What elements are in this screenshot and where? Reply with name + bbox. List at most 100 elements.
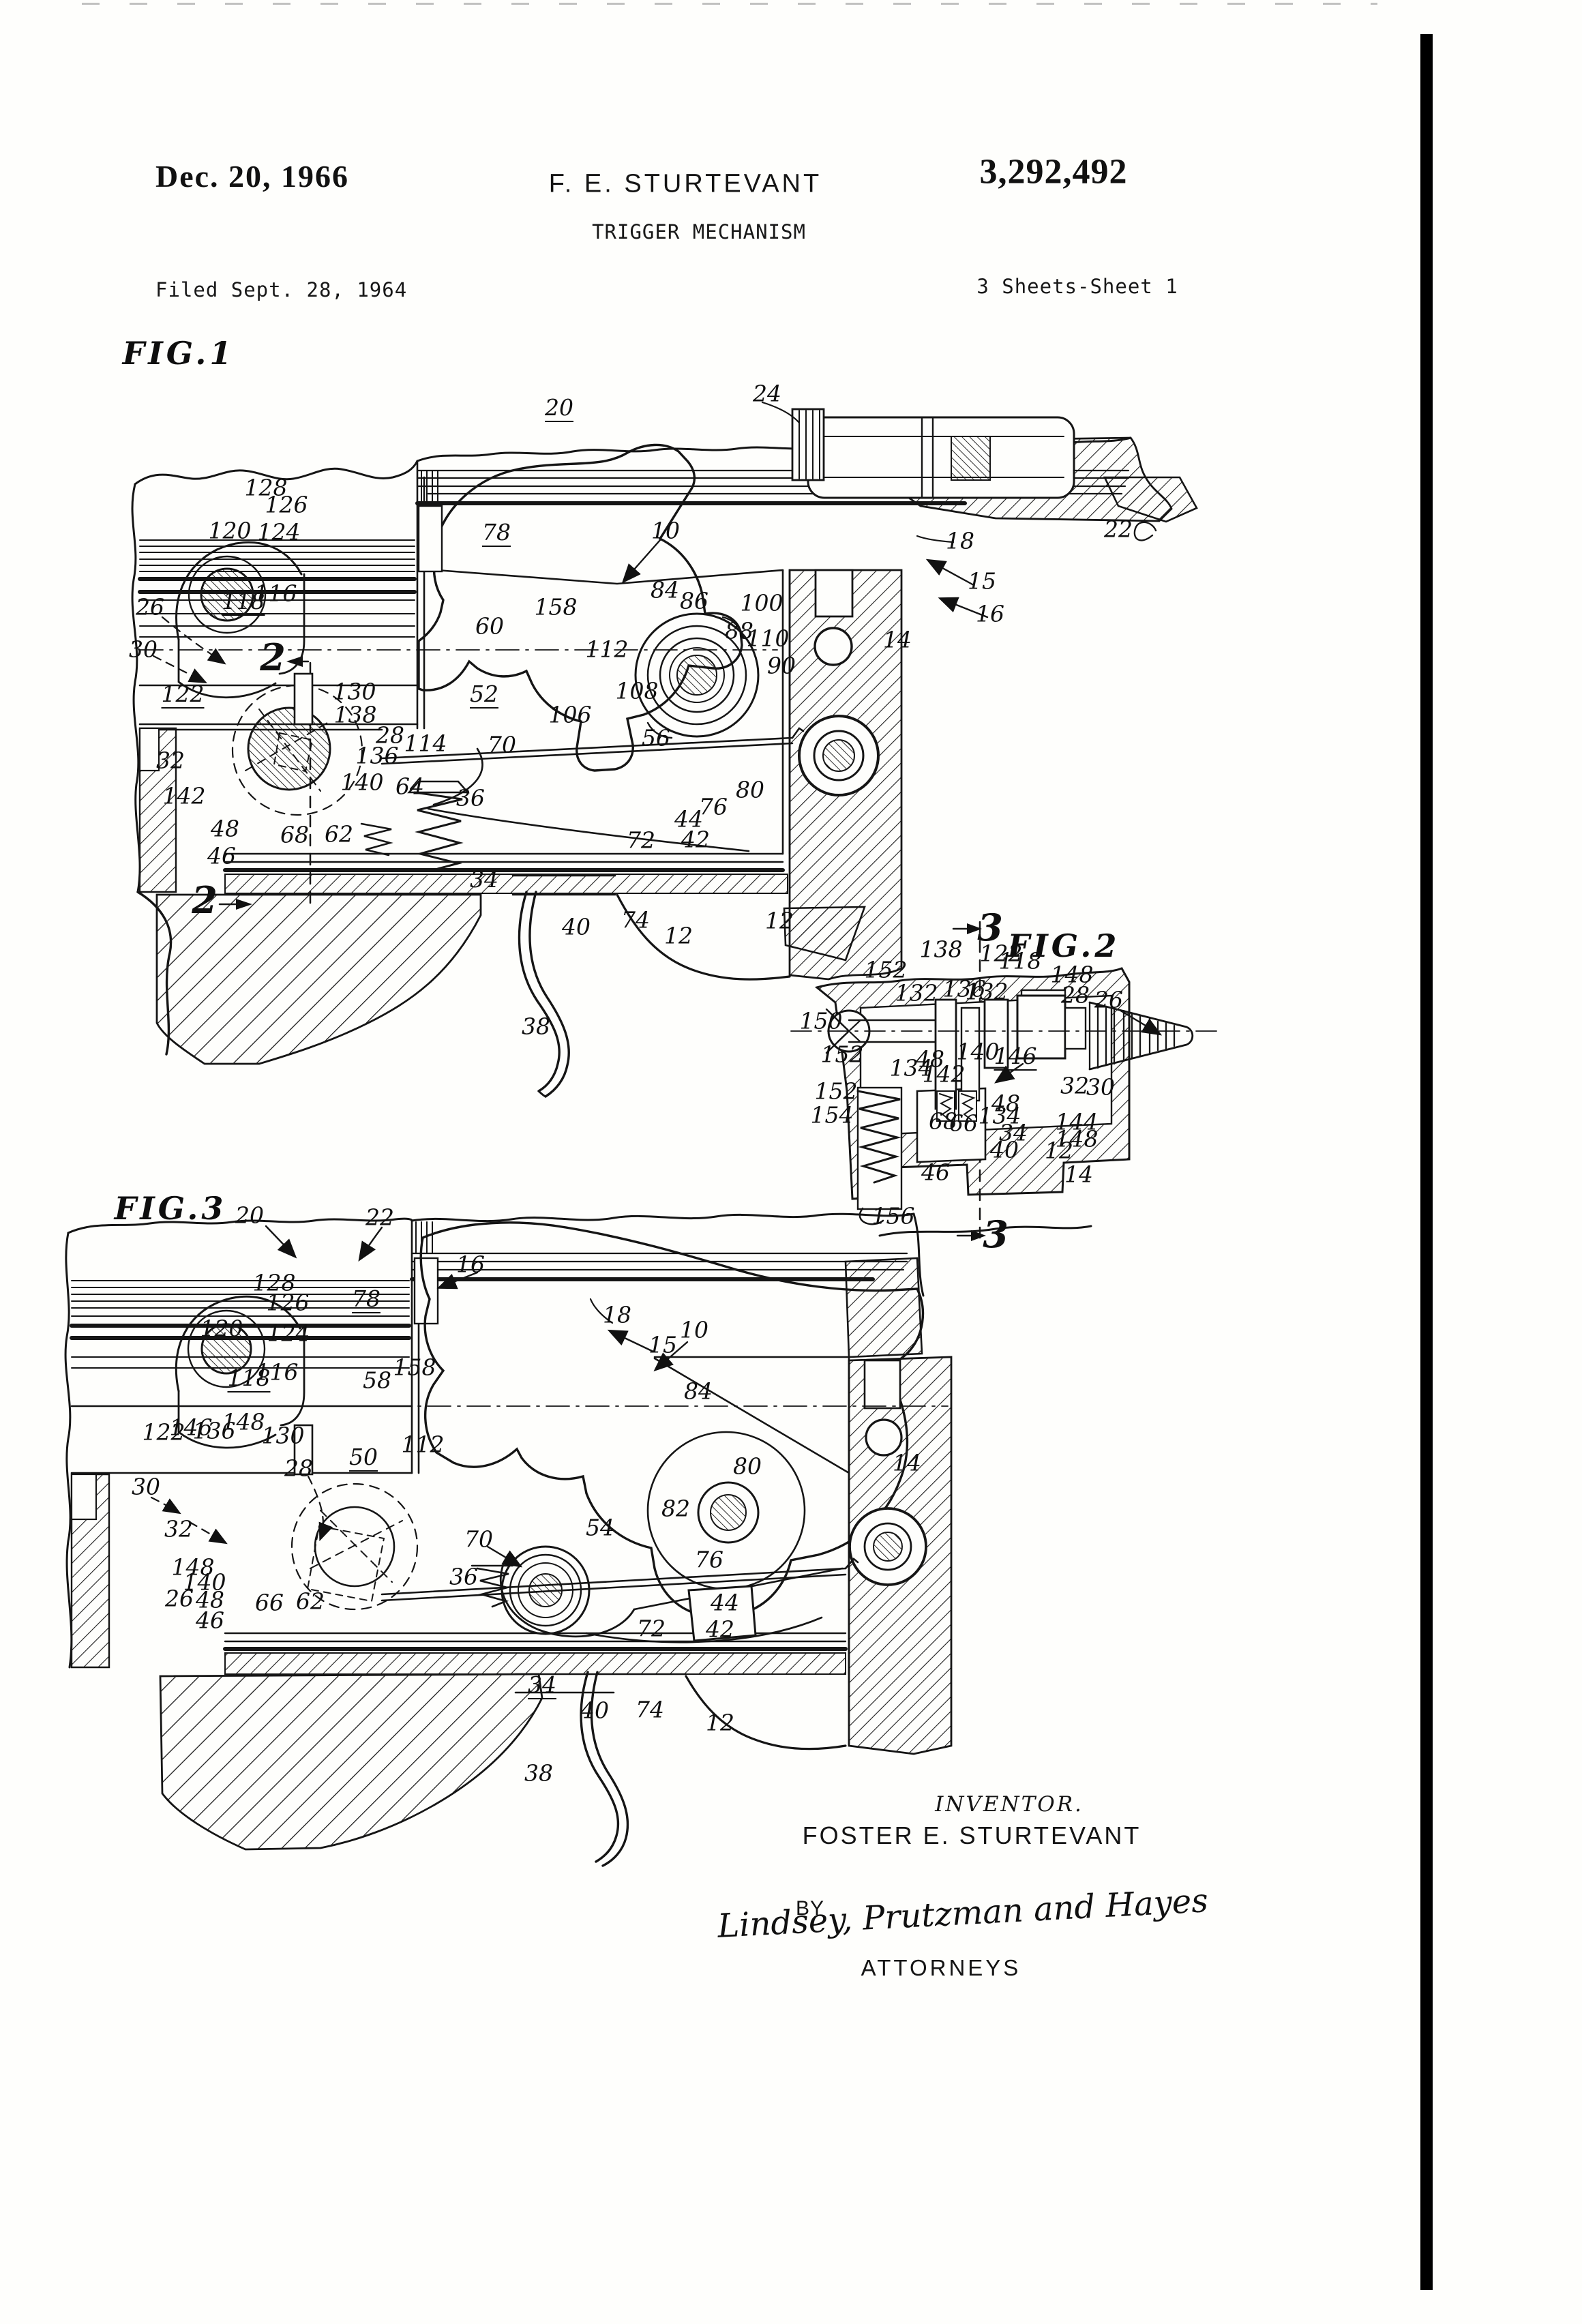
ref-label-110: 110 <box>746 625 790 652</box>
ref-label-28: 28 <box>1061 981 1090 1009</box>
ref-label-60: 60 <box>475 612 504 640</box>
ref-label-32: 32 <box>156 747 185 774</box>
scan-edge-bar <box>1420 34 1433 2290</box>
ref-label-20: 20 <box>545 394 573 422</box>
ref-label-124: 124 <box>257 518 301 546</box>
ref-label-26: 26 <box>136 593 164 621</box>
ref-label-140: 140 <box>956 1038 1000 1065</box>
ref-label-144: 144 <box>1055 1108 1099 1135</box>
ref-label-152: 152 <box>814 1077 858 1105</box>
ref-label-148: 148 <box>222 1408 265 1435</box>
ref-label-2: 2 <box>192 878 218 922</box>
ref-label-128: 128 <box>244 474 288 501</box>
ref-label-46: 46 <box>196 1607 224 1634</box>
ref-label-22: 22 <box>365 1204 394 1231</box>
ref-label-138: 138 <box>333 701 377 728</box>
ref-label-16: 16 <box>976 600 1004 627</box>
ref-label-24: 24 <box>753 380 781 407</box>
ref-label-74: 74 <box>636 1696 664 1723</box>
ref-label-82: 82 <box>661 1495 690 1522</box>
ref-label-48: 48 <box>211 815 239 842</box>
ref-label-78: 78 <box>352 1285 380 1313</box>
ref-label-62: 62 <box>296 1588 325 1615</box>
ref-label-142: 142 <box>922 1060 966 1088</box>
ref-label-136: 136 <box>942 975 986 1002</box>
ref-label-30: 30 <box>132 1473 160 1500</box>
ref-label-86: 86 <box>680 587 708 614</box>
ref-label-62: 62 <box>325 820 353 848</box>
ref-label-114: 114 <box>404 730 447 757</box>
ref-label-16: 16 <box>456 1251 485 1278</box>
ref-label-38: 38 <box>522 1013 550 1040</box>
ref-label-12: 12 <box>1045 1137 1073 1164</box>
ref-label-12: 12 <box>664 922 693 949</box>
ref-label-2: 2 <box>260 636 286 679</box>
ref-label-48: 48 <box>196 1586 224 1613</box>
ref-label-116: 116 <box>254 580 297 607</box>
ref-label-140: 140 <box>340 769 384 796</box>
ref-label-128: 128 <box>252 1269 296 1296</box>
fig2-line-art <box>783 906 1221 1241</box>
ref-label-40: 40 <box>580 1697 609 1724</box>
ref-label-64: 64 <box>395 773 424 800</box>
ref-label-148: 148 <box>1050 961 1094 988</box>
ref-label-122: 122 <box>142 1418 185 1446</box>
ref-label-84: 84 <box>684 1377 713 1405</box>
ref-label-148: 148 <box>1055 1125 1099 1152</box>
ref-label-58: 58 <box>363 1367 391 1394</box>
ref-label-136: 136 <box>355 742 399 769</box>
patent-title: TRIGGER MECHANISM <box>592 220 806 243</box>
ref-label-78: 78 <box>482 519 511 547</box>
ref-label-132: 132 <box>895 979 938 1007</box>
ref-label-158: 158 <box>534 593 578 621</box>
ref-label-10: 10 <box>651 517 680 544</box>
ref-label-34: 34 <box>470 866 498 894</box>
ref-label-30: 30 <box>1086 1073 1115 1101</box>
ref-label-80: 80 <box>736 776 764 803</box>
ref-label-44: 44 <box>711 1589 739 1616</box>
ref-label-32: 32 <box>164 1515 193 1543</box>
ref-label-122: 122 <box>161 681 205 709</box>
ref-label-136: 136 <box>192 1417 236 1444</box>
ref-label-72: 72 <box>627 826 655 854</box>
ref-label-52: 52 <box>470 681 498 709</box>
ref-label-68: 68 <box>280 821 309 848</box>
ref-label-156: 156 <box>871 1202 915 1230</box>
ref-label-112: 112 <box>401 1431 445 1458</box>
ref-label-116: 116 <box>255 1358 299 1386</box>
ref-label-140: 140 <box>183 1568 226 1596</box>
ref-label-76: 76 <box>699 793 728 820</box>
ref-label-120: 120 <box>200 1315 243 1342</box>
ref-label-26: 26 <box>165 1585 194 1612</box>
ref-label-50: 50 <box>349 1444 378 1472</box>
ref-label-150: 150 <box>799 1007 843 1034</box>
ref-label-56: 56 <box>642 724 670 751</box>
ref-label-90: 90 <box>767 652 796 679</box>
ref-label-38: 38 <box>524 1759 553 1787</box>
ref-label-18: 18 <box>603 1301 631 1328</box>
ref-label-44: 44 <box>674 805 703 833</box>
ref-label-66: 66 <box>949 1109 978 1137</box>
ref-label-34: 34 <box>999 1119 1028 1146</box>
ref-label-108: 108 <box>615 677 659 704</box>
ref-label-132: 132 <box>965 978 1009 1005</box>
ref-label-42: 42 <box>681 826 710 853</box>
ref-label-46: 46 <box>921 1159 950 1186</box>
figure-caption-fig3: FIG.3 <box>114 1190 227 1227</box>
ref-label-152: 152 <box>820 1041 864 1068</box>
ref-label-18: 18 <box>946 527 974 554</box>
ref-label-84: 84 <box>651 576 679 604</box>
ref-label-124: 124 <box>267 1320 310 1347</box>
ref-label-32: 32 <box>1060 1072 1089 1099</box>
ref-label-36: 36 <box>456 784 485 811</box>
ref-label-106: 106 <box>548 701 592 728</box>
ref-label-146: 146 <box>169 1414 213 1441</box>
ref-label-112: 112 <box>585 636 629 663</box>
ref-label-100: 100 <box>740 589 783 616</box>
ref-label-68: 68 <box>929 1107 957 1135</box>
sheet-indicator: 3 Sheets-Sheet 1 <box>976 275 1178 298</box>
